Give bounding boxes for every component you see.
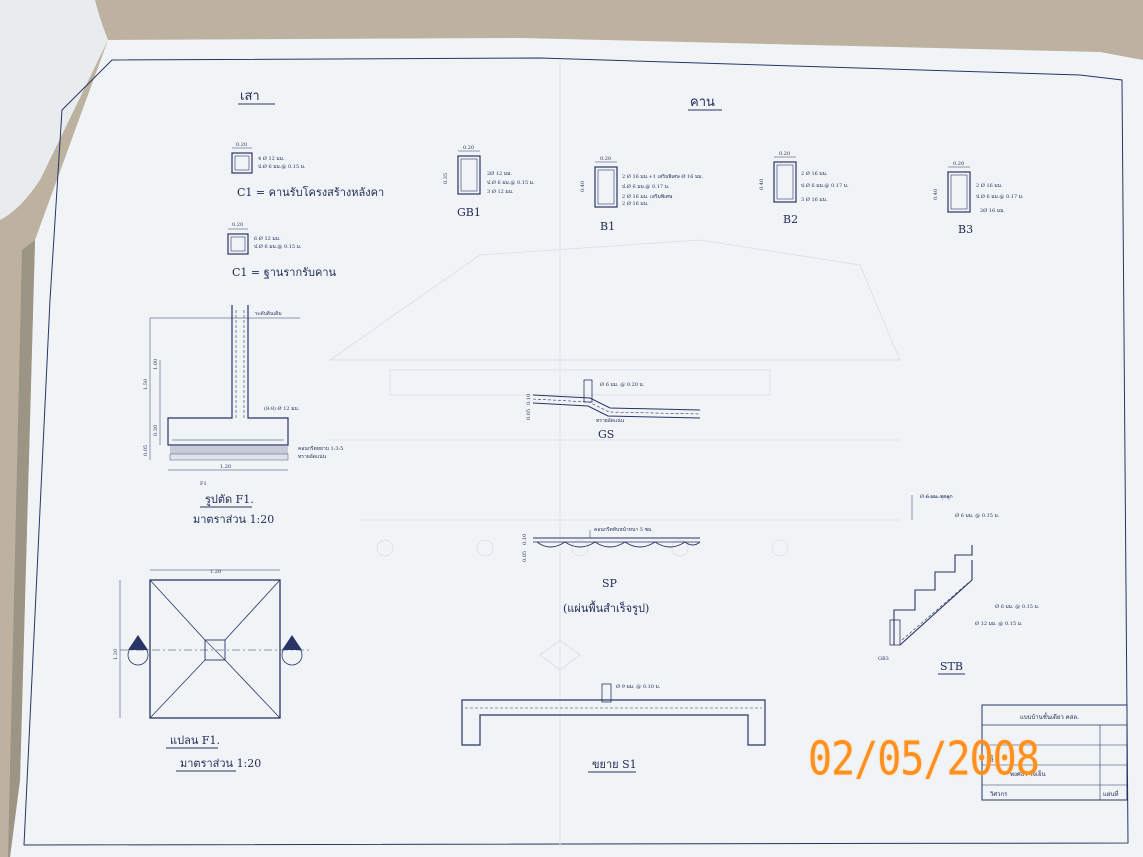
svg-text:0.05: 0.05 bbox=[522, 551, 528, 562]
svg-text:ป.Ø 6 มม.@ 0.17 ม.: ป.Ø 6 มม.@ 0.17 ม. bbox=[976, 193, 1024, 200]
svg-text:SP: SP bbox=[602, 577, 618, 590]
svg-text:(แผ่นพื้นสำเร็จรูป): (แผ่นพื้นสำเร็จรูป) bbox=[563, 600, 649, 615]
slab-sp: คอนกรีตทับหน้าหนา 5 ซม. 0.10 0.05 SP (แผ… bbox=[522, 526, 701, 615]
svg-text:ระดับดินเดิม: ระดับดินเดิม bbox=[255, 310, 282, 317]
svg-text:Ø 6 มม. @ 0.15 ม.: Ø 6 มม. @ 0.15 ม. bbox=[995, 603, 1040, 610]
svg-text:GS: GS bbox=[598, 428, 614, 441]
svg-text:2 Ø 16 มม.: 2 Ø 16 มม. bbox=[801, 170, 828, 177]
svg-text:2 Ø 16 มม.: 2 Ø 16 มม. bbox=[976, 182, 1003, 189]
svg-text:0.35: 0.35 bbox=[443, 173, 449, 184]
svg-text:Ø 6 มม. @ 0.15 ม.: Ø 6 มม. @ 0.15 ม. bbox=[955, 512, 1000, 519]
svg-text:2 Ø 16 มม.: 2 Ø 16 มม. bbox=[622, 200, 649, 207]
svg-text:STB: STB bbox=[940, 660, 963, 673]
svg-text:รูปตัด F1.: รูปตัด F1. bbox=[205, 493, 254, 506]
svg-text:คอนกรีตทับหน้าหนา 5 ซม.: คอนกรีตทับหน้าหนา 5 ซม. bbox=[594, 526, 653, 533]
svg-text:(8-8) Ø 12 มม.: (8-8) Ø 12 มม. bbox=[264, 405, 300, 412]
svg-text:ผู้: ผู้ bbox=[990, 755, 994, 762]
column-c1-top: 0.20 4 Ø 12 มม. ป.Ø 6 มม.@ 0.15 ม. C1 = … bbox=[231, 142, 384, 199]
svg-text:ทรายอัดแน่น: ทรายอัดแน่น bbox=[298, 454, 327, 460]
svg-text:0.20: 0.20 bbox=[600, 156, 611, 162]
heading-beam: คาน bbox=[690, 95, 715, 110]
svg-text:2 Ø 16 มม.+1 เสริมพิเศษ Ø 16 ม: 2 Ø 16 มม.+1 เสริมพิเศษ Ø 16 มม. bbox=[622, 173, 704, 180]
page-corner bbox=[0, 0, 108, 220]
svg-text:0.20: 0.20 bbox=[953, 161, 964, 167]
svg-text:Ø 9 มม. @ 0.10 ม.: Ø 9 มม. @ 0.10 ม. bbox=[616, 683, 661, 690]
svg-text:1.20: 1.20 bbox=[220, 464, 231, 470]
svg-text:1.00: 1.00 bbox=[153, 359, 159, 370]
slab-gs: Ø 6 มม. @ 0.20 ม. ทรายอัดแน่น 0.10 0.05 … bbox=[526, 379, 701, 441]
svg-text:0.10: 0.10 bbox=[522, 534, 528, 545]
svg-text:วิศวกร: วิศวกร bbox=[989, 791, 1008, 798]
svg-text:1.50: 1.50 bbox=[143, 379, 149, 390]
svg-text:คอนกรีตหยาบ 1:3:5: คอนกรีตหยาบ 1:3:5 bbox=[298, 445, 343, 452]
svg-text:0.40: 0.40 bbox=[933, 189, 939, 200]
svg-text:Ø 12 มม. @ 0.15 ม.: Ø 12 มม. @ 0.15 ม. bbox=[975, 620, 1023, 627]
svg-text:0.10: 0.10 bbox=[526, 394, 532, 405]
svg-text:2Ø 12 มม.: 2Ø 12 มม. bbox=[487, 170, 512, 177]
svg-text:ทรายอัดแน่น: ทรายอัดแน่น bbox=[596, 418, 625, 424]
svg-text:1.20: 1.20 bbox=[210, 569, 221, 575]
svg-text:ป.Ø 6 มม.@ 0.15 ม.: ป.Ø 6 มม.@ 0.15 ม. bbox=[487, 179, 535, 186]
svg-text:C1 = ฐานรากรับคาน: C1 = ฐานรากรับคาน bbox=[232, 266, 337, 279]
detail-s1: Ø 9 มม. @ 0.10 ม. ขยาย S1 bbox=[461, 683, 766, 773]
svg-text:ป.Ø 6 มม.@ 0.17 ม.: ป.Ø 6 มม.@ 0.17 ม. bbox=[622, 183, 670, 190]
svg-text:GB1: GB1 bbox=[457, 206, 481, 219]
svg-text:B3: B3 bbox=[958, 223, 973, 236]
svg-text:มาตราส่วน 1:20: มาตราส่วน 1:20 bbox=[193, 513, 274, 526]
svg-text:ป.Ø 6 มม.@ 0.17 ม.: ป.Ø 6 มม.@ 0.17 ม. bbox=[801, 182, 849, 189]
svg-text:Ø 6 มม. ทุกลูก: Ø 6 มม. ทุกลูก bbox=[920, 493, 953, 500]
footing-plan-f1: 1.20 1.20 แปลน F1. มาตราส่วน 1:20 bbox=[113, 569, 310, 772]
svg-text:0.05: 0.05 bbox=[143, 445, 149, 456]
svg-text:ป.Ø 6 มม.@ 0.15 ม.: ป.Ø 6 มม.@ 0.15 ม. bbox=[258, 163, 306, 170]
svg-text:0.40: 0.40 bbox=[759, 179, 765, 190]
svg-text:6 Ø 12 มม.: 6 Ø 12 มม. bbox=[254, 235, 281, 242]
heading-column: เสา bbox=[240, 89, 260, 104]
column-c1-bottom: 0.20 6 Ø 12 มม. ป.Ø 6 มม.@ 0.15 ม. C1 = … bbox=[227, 222, 337, 279]
faint-elevation bbox=[328, 239, 901, 671]
svg-text:B2: B2 bbox=[783, 213, 798, 226]
title-block: แบบบ้านชั้นเดียว คสล. ผู้ พงศธร ใจเย็น ว… bbox=[981, 704, 1128, 801]
svg-text:4 Ø 12 มม.: 4 Ø 12 มม. bbox=[258, 155, 285, 162]
camera-date-stamp: 02/05/2008 bbox=[808, 733, 1040, 786]
svg-text:3 Ø 12 มม.: 3 Ø 12 มม. bbox=[487, 188, 514, 195]
stair-stb: Ø 6 มม. ทุกลูก Ø 6 มม. @ 0.15 ม. Ø 6 มม.… bbox=[878, 493, 1040, 675]
svg-text:0.20: 0.20 bbox=[232, 222, 243, 228]
svg-text:พงศธร ใจเย็น: พงศธร ใจเย็น bbox=[1010, 769, 1046, 778]
svg-text:ป.Ø 6 มม.@ 0.15 ม.: ป.Ø 6 มม.@ 0.15 ม. bbox=[254, 243, 302, 250]
svg-text:แบบบ้านชั้นเดียว คสล.: แบบบ้านชั้นเดียว คสล. bbox=[1020, 711, 1079, 721]
svg-text:GB3: GB3 bbox=[878, 656, 889, 662]
svg-text:แผ่นที่: แผ่นที่ bbox=[1103, 790, 1118, 798]
svg-text:0.20: 0.20 bbox=[779, 151, 790, 157]
svg-text:2 Ø 16 มม. เสริมพิเศษ: 2 Ø 16 มม. เสริมพิเศษ bbox=[622, 193, 673, 200]
beam-b2: 0.20 0.40 2 Ø 16 มม. ป.Ø 6 มม.@ 0.17 ม. … bbox=[759, 151, 849, 226]
svg-text:0.40: 0.40 bbox=[580, 181, 586, 192]
svg-text:แปลน F1.: แปลน F1. bbox=[170, 734, 220, 747]
svg-text:3 Ø 16 มม.: 3 Ø 16 มม. bbox=[801, 196, 828, 203]
svg-text:ขยาย S1: ขยาย S1 bbox=[592, 758, 637, 771]
beam-gb1: 0.20 0.35 2Ø 12 มม. ป.Ø 6 มม.@ 0.15 ม. 3… bbox=[443, 145, 535, 219]
svg-text:0.30: 0.30 bbox=[153, 425, 159, 436]
svg-text:2Ø 16 มม.: 2Ø 16 มม. bbox=[980, 207, 1005, 214]
svg-text:0.20: 0.20 bbox=[463, 145, 474, 151]
svg-text:1.20: 1.20 bbox=[113, 649, 119, 660]
beam-b1: 0.20 0.40 2 Ø 16 มม.+1 เสริมพิเศษ Ø 16 ม… bbox=[580, 156, 704, 233]
svg-text:มาตราส่วน 1:20: มาตราส่วน 1:20 bbox=[180, 757, 261, 770]
svg-text:0.20: 0.20 bbox=[236, 142, 247, 148]
svg-text:B1: B1 bbox=[600, 220, 615, 233]
drawing-frame bbox=[23, 57, 1129, 846]
paper-sheet bbox=[10, 38, 1143, 857]
paper-shadow-left bbox=[8, 240, 35, 857]
svg-text:Ø 6 มม. @ 0.20 ม.: Ø 6 มม. @ 0.20 ม. bbox=[600, 381, 645, 388]
svg-text:C1 = คานรับโครงสร้างหลังคา: C1 = คานรับโครงสร้างหลังคา bbox=[237, 185, 384, 199]
svg-text:0.05: 0.05 bbox=[526, 409, 532, 420]
beam-b3: 0.20 0.40 2 Ø 16 มม. ป.Ø 6 มม.@ 0.17 ม. … bbox=[933, 161, 1024, 236]
svg-text:F1: F1 bbox=[200, 481, 207, 487]
footing-section-f1: ระดับดินเดิม (8-8) Ø 12 มม. คอนกรีตหยาบ … bbox=[143, 305, 343, 526]
